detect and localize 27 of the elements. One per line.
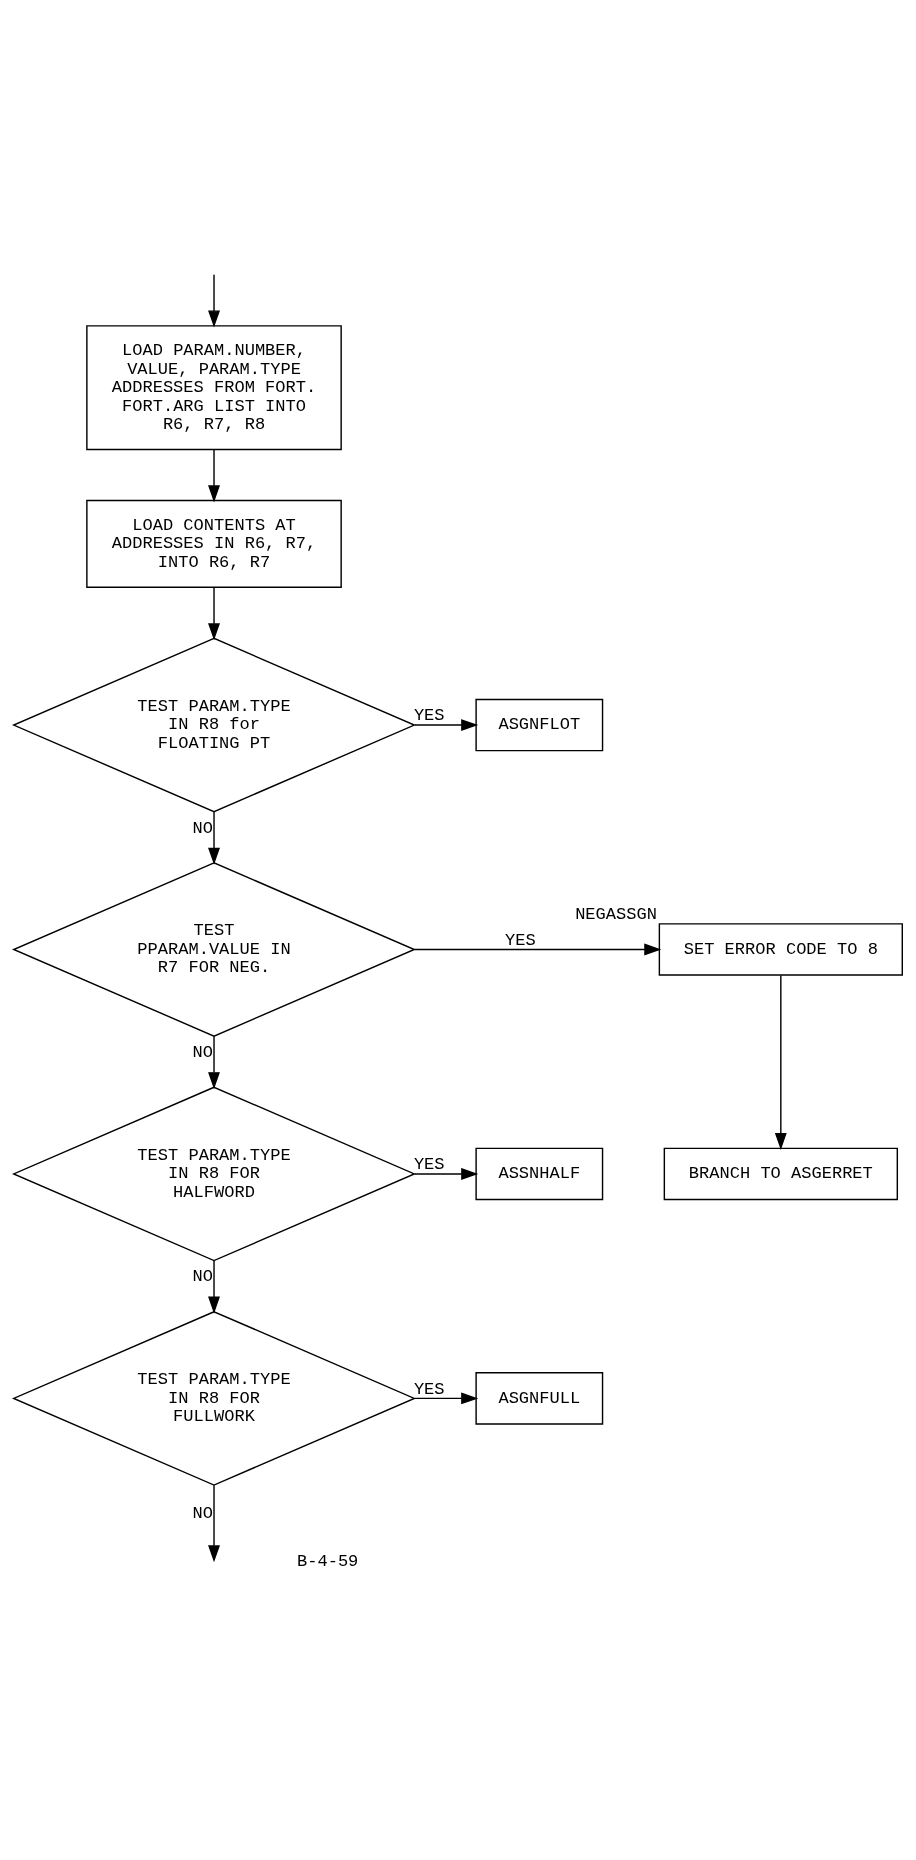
arrow bbox=[414, 1167, 479, 1180]
node-diamond: TEST PPARAM.VALUE IN R7 FOR NEG. bbox=[11, 861, 417, 1037]
node-label: NEGASSGN bbox=[575, 904, 657, 924]
arrow bbox=[208, 448, 220, 502]
edge-label: YES bbox=[505, 930, 536, 950]
node-box: ASGNFLOT bbox=[475, 698, 604, 751]
node-box: ASGNFULL bbox=[475, 1371, 604, 1425]
edge-label: NO bbox=[192, 1042, 213, 1062]
arrow bbox=[414, 718, 479, 731]
edge-label: NO bbox=[192, 818, 213, 838]
node-box: ASSNHALF bbox=[475, 1147, 604, 1200]
arrow bbox=[208, 1035, 220, 1089]
node-box: LOAD PARAM.NUMBER, VALUE, PARAM.TYPE ADDRESSES FROM FORT. FORT.ARG LIST INTO R6, R7, R8 bbox=[86, 324, 342, 450]
arrow bbox=[413, 943, 662, 955]
arrow bbox=[208, 1484, 220, 1562]
arrow bbox=[208, 273, 220, 327]
label: B-4-59 bbox=[297, 1551, 359, 1571]
edge-label: NO bbox=[192, 1503, 213, 1523]
arrow bbox=[774, 974, 787, 1150]
node-box: BRANCH TO ASGERRET bbox=[663, 1147, 898, 1200]
node-box: LOAD CONTENTS AT ADDRESSES IN R6, R7, INTO R6, R7 bbox=[86, 499, 342, 588]
node-box: SET ERROR CODE TO 8 bbox=[658, 922, 903, 976]
arrow bbox=[208, 1259, 220, 1314]
arrow bbox=[208, 586, 220, 640]
arrow bbox=[414, 1391, 479, 1404]
arrow bbox=[208, 810, 220, 865]
edge-label: NO bbox=[192, 1266, 213, 1286]
